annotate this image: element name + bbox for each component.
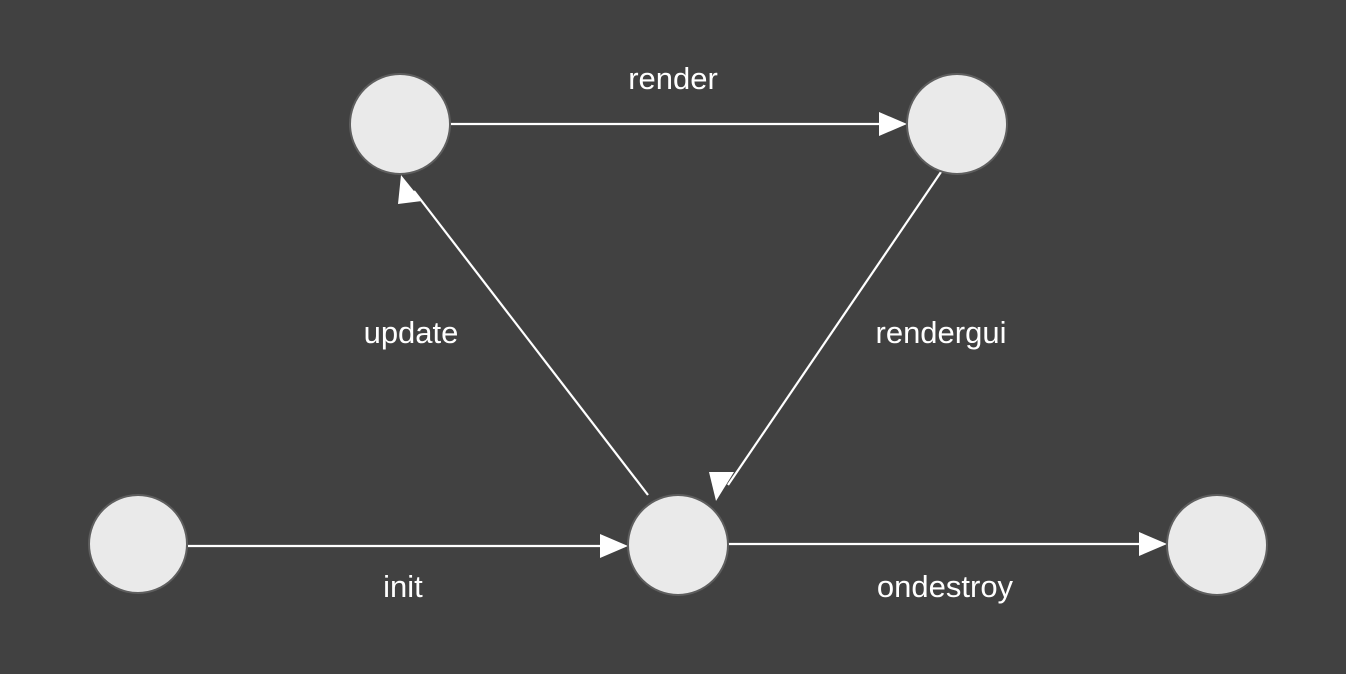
edge-label-render: render: [628, 61, 718, 96]
edge-render[interactable]: [450, 112, 907, 136]
render-node[interactable]: [906, 73, 1008, 175]
end-node[interactable]: [1166, 494, 1268, 596]
edge-label-layer: render rendergui update init ondestroy: [364, 61, 1014, 604]
edge-ondestroy-arrowhead: [1139, 532, 1167, 556]
edge-rendergui-line: [727, 171, 942, 486]
edge-update[interactable]: [398, 175, 649, 496]
node-layer: [88, 73, 1268, 596]
edge-render-arrowhead: [879, 112, 907, 136]
edge-ondestroy[interactable]: [728, 532, 1167, 556]
edge-init[interactable]: [188, 534, 628, 558]
edge-rendergui[interactable]: [709, 171, 942, 501]
loop-node[interactable]: [627, 494, 729, 596]
edge-update-line: [413, 190, 649, 496]
edge-label-rendergui: rendergui: [876, 315, 1007, 350]
update-node[interactable]: [349, 73, 451, 175]
edge-label-init: init: [383, 569, 423, 604]
edge-label-update: update: [364, 315, 459, 350]
edge-update-arrowhead: [398, 175, 422, 204]
edge-label-ondestroy: ondestroy: [877, 569, 1014, 604]
start-node[interactable]: [88, 494, 188, 594]
edge-init-arrowhead: [600, 534, 628, 558]
edge-rendergui-arrowhead: [709, 472, 734, 501]
edge-layer: [188, 112, 1167, 558]
